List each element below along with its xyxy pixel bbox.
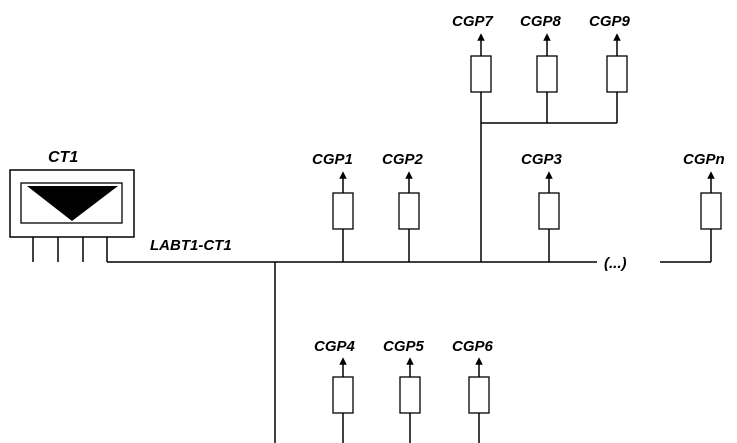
cgp-unit-cgpn: CGPn [683, 151, 725, 262]
cgp-label: CGP2 [382, 151, 424, 168]
continuation-label: (...) [604, 255, 627, 272]
cgp-unit-cgp1: CGP1 [312, 151, 354, 262]
cgp-label: CGP4 [314, 338, 356, 355]
line-label: LABT1-CT1 [150, 237, 232, 254]
cgp-unit-cgp4: CGP4 [314, 338, 356, 443]
cgp-label: CGP1 [312, 151, 353, 168]
cgp-label: CGP8 [520, 13, 562, 30]
fuse-icon [332, 376, 354, 414]
fuse-icon [606, 55, 628, 93]
fuse-icon [536, 55, 558, 93]
fuse-icon [700, 192, 722, 230]
cgp-unit-cgp7: CGP7 [452, 13, 494, 123]
fuse-icon [332, 192, 354, 230]
cgp-unit-cgp2: CGP2 [382, 151, 424, 262]
cgp-label: CGPn [683, 151, 725, 168]
fuse-icon [398, 192, 420, 230]
cgp-unit-cgp6: CGP6 [452, 338, 494, 443]
cgp-label: CGP9 [589, 13, 631, 30]
upper-branch [480, 122, 617, 262]
transformer-ct1: CT1 [9, 149, 135, 262]
cgp-label: CGP6 [452, 338, 494, 355]
transformer-triangle-icon [27, 186, 118, 221]
fuse-icon [468, 376, 490, 414]
fuse-icon [538, 192, 560, 230]
cgp-unit-cgp8: CGP8 [520, 13, 562, 123]
fuse-icon [470, 55, 492, 93]
cgp-unit-cgp3: CGP3 [521, 151, 563, 262]
cgp-label: CGP7 [452, 13, 494, 30]
transformer-label: CT1 [48, 149, 78, 166]
cgp-unit-cgp5: CGP5 [383, 338, 425, 443]
main-line: LABT1-CT1 (...) [107, 237, 711, 272]
cgp-label: CGP3 [521, 151, 563, 168]
fuse-icon [399, 376, 421, 414]
cgp-label: CGP5 [383, 338, 425, 355]
cgp-unit-cgp9: CGP9 [589, 13, 631, 123]
